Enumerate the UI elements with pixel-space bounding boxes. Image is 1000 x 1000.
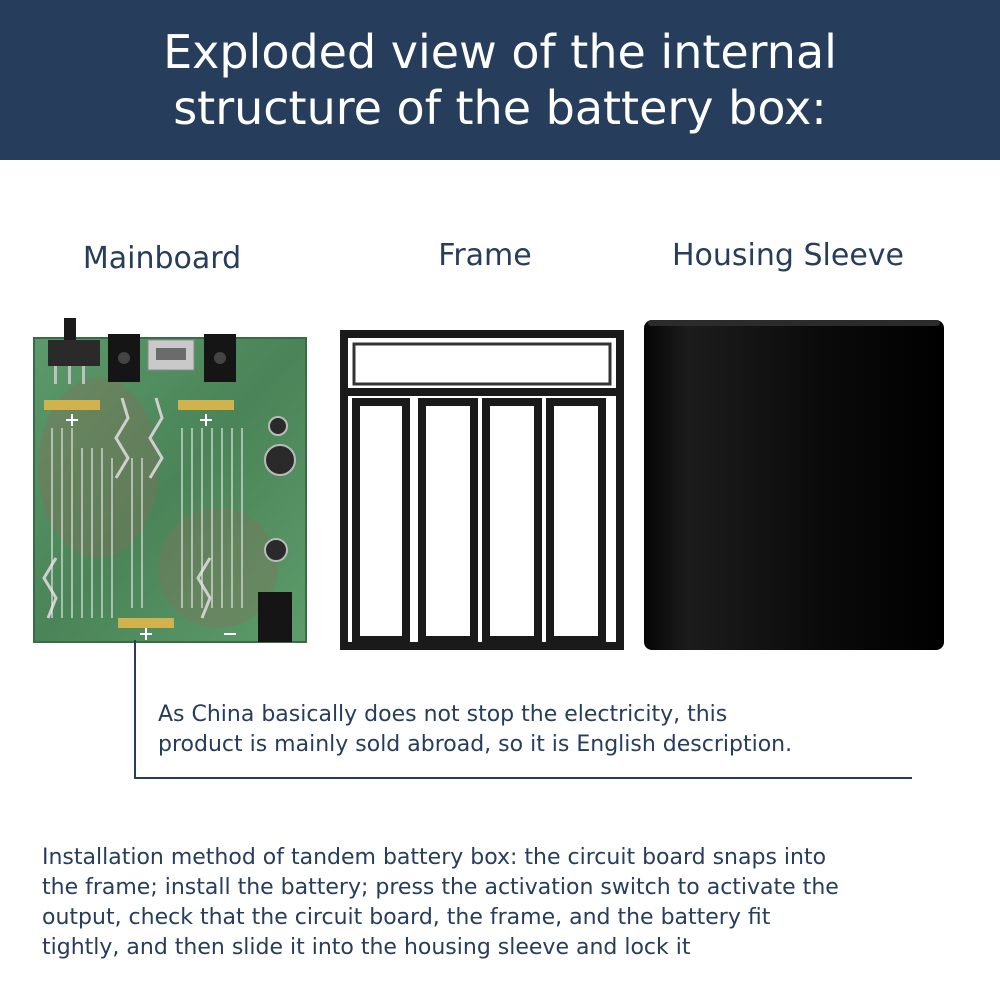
mainboard-label: Mainboard (82, 241, 242, 276)
housing-sleeve-image (644, 320, 944, 650)
note-line-2: product is mainly sold abroad, so it is … (158, 732, 793, 757)
installation-line-2: the frame; install the battery; press th… (42, 875, 839, 900)
header-banner: Exploded view of the internal structure … (0, 0, 1000, 160)
note-text: As China basically does not stop the ele… (158, 700, 918, 760)
leader-line-vertical (134, 640, 136, 778)
page-title-line-1: Exploded view of the internal (163, 25, 837, 79)
mainboard-image (33, 318, 307, 643)
frame-image (340, 330, 624, 650)
installation-line-1: Installation method of tandem battery bo… (42, 845, 827, 870)
frame-label: Frame (438, 238, 532, 273)
installation-line-4: tightly, and then slide it into the hous… (42, 935, 691, 960)
installation-line-3: output, check that the circuit board, th… (42, 905, 771, 930)
page-title-line-2: structure of the battery box: (173, 81, 827, 135)
installation-text: Installation method of tandem battery bo… (42, 843, 972, 963)
note-line-1: As China basically does not stop the ele… (158, 702, 728, 727)
leader-line-horizontal (134, 777, 912, 779)
housing-sleeve-label: Housing Sleeve (672, 238, 904, 273)
